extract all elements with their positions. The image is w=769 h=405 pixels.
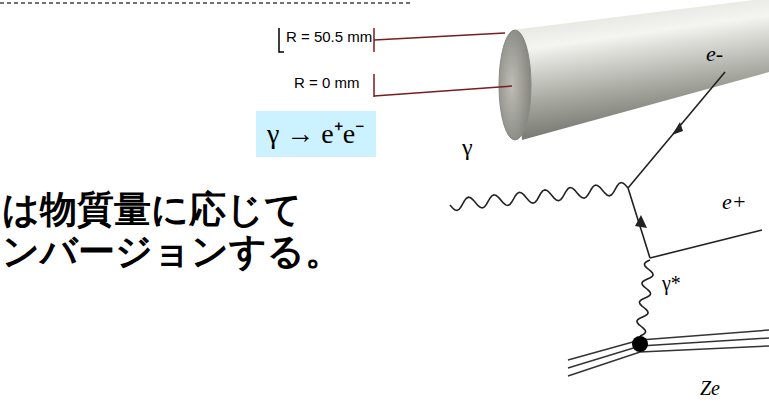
positron-line <box>650 230 762 258</box>
virtual-photon-line <box>637 260 653 336</box>
body-text: ンバージョンする。 <box>2 232 342 273</box>
electron-line <box>628 72 725 188</box>
dimension-label: R = 50.5 mm <box>286 29 372 46</box>
pipe-end <box>499 30 531 140</box>
vertex-blob <box>632 336 648 352</box>
body-text: は物質量に応じて <box>2 190 302 231</box>
photon-line <box>450 183 628 211</box>
bracket <box>279 28 284 52</box>
fermion-line <box>628 188 650 258</box>
leader-line <box>373 74 375 97</box>
particle-label: e- <box>706 42 723 66</box>
beam-pipe <box>512 0 769 140</box>
formula-box: γ → e⁺e⁻ <box>256 111 376 157</box>
leader-line <box>374 86 512 96</box>
dimension-label: R = 0 mm <box>294 75 359 92</box>
arrowhead <box>672 122 683 135</box>
particle-label: γ <box>462 134 473 160</box>
leader-line <box>374 33 505 40</box>
formula-text: γ → e⁺e⁻ <box>267 117 365 151</box>
arrowhead <box>635 215 647 228</box>
frame-edge <box>0 0 410 3</box>
particle-label: e+ <box>722 190 747 214</box>
particle-label: γ* <box>662 272 681 294</box>
nucleus-lines <box>568 330 769 376</box>
particle-label: Ze <box>700 377 720 399</box>
